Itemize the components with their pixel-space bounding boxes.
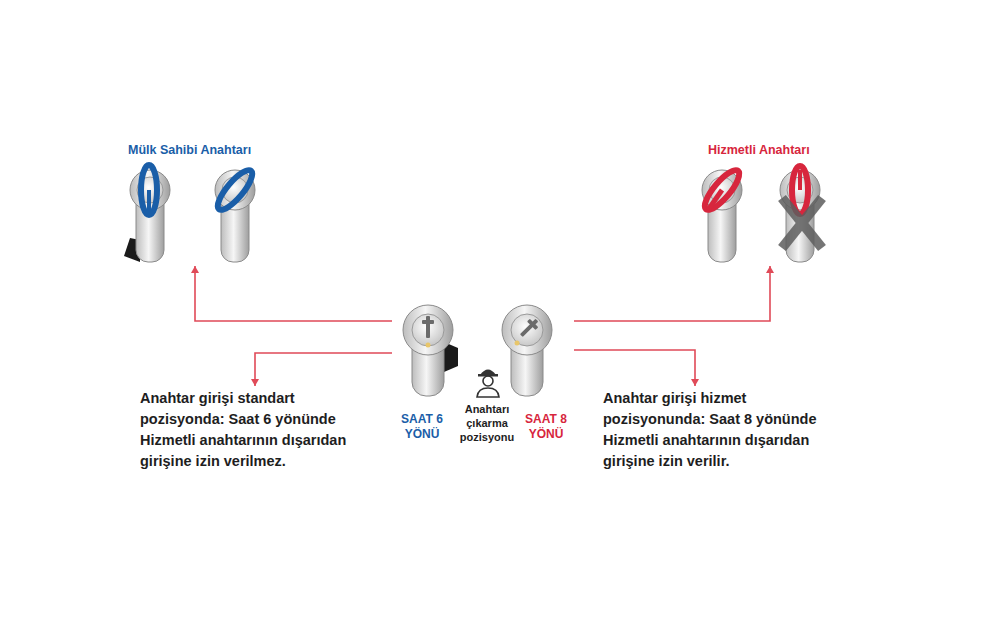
- connector: [574, 350, 699, 386]
- arrow-head: [691, 379, 699, 386]
- cylinder-node: SAAT 8 YÖNÜ: [498, 300, 574, 450]
- connector: [251, 353, 392, 386]
- connector: [574, 266, 774, 321]
- cylinder-with-owner-key: [124, 165, 170, 262]
- group-heading: Hizmetli Anahtarı: [708, 143, 810, 157]
- worker-icon: [477, 370, 499, 398]
- connector-line: [574, 350, 695, 386]
- note-block: Anahtar girişi standart pozisyonda: Saat…: [140, 386, 386, 476]
- cylinder-node: SAAT 6 YÖNÜ: [392, 300, 460, 450]
- connector-line: [195, 266, 392, 321]
- group-heading: Mülk Sahibi Anahtarı: [128, 143, 251, 157]
- cross-mark: [782, 198, 822, 248]
- arrow-head: [251, 379, 259, 386]
- cylinder-service-position: [502, 305, 552, 396]
- connector: [191, 266, 392, 321]
- direction-label: SAAT 8 YÖNÜ: [522, 412, 570, 442]
- key-group: Hizmetli Anahtarı: [690, 143, 835, 266]
- note-text: Anahtar girişi hizmet pozisyonunda: Saat…: [603, 388, 845, 472]
- cylinder-standard-position: [403, 305, 458, 396]
- note-block: Anahtar girişi hizmet pozisyonunda: Saat…: [603, 386, 849, 476]
- direction-label: SAAT 6 YÖNÜ: [398, 412, 446, 442]
- key-group: Mülk Sahibi Anahtarı: [120, 143, 295, 266]
- position-label: Anahtarı çıkarma pozisyonu: [455, 402, 519, 444]
- connector-line: [574, 266, 770, 321]
- cylinder-with-service-key: [700, 166, 744, 262]
- cylinder-with-owner-key: [213, 166, 257, 262]
- arrow-head: [766, 266, 774, 273]
- note-text: Anahtar girişi standart pozisyonda: Saat…: [140, 388, 382, 472]
- connector-line: [255, 353, 392, 386]
- arrow-head: [191, 266, 199, 273]
